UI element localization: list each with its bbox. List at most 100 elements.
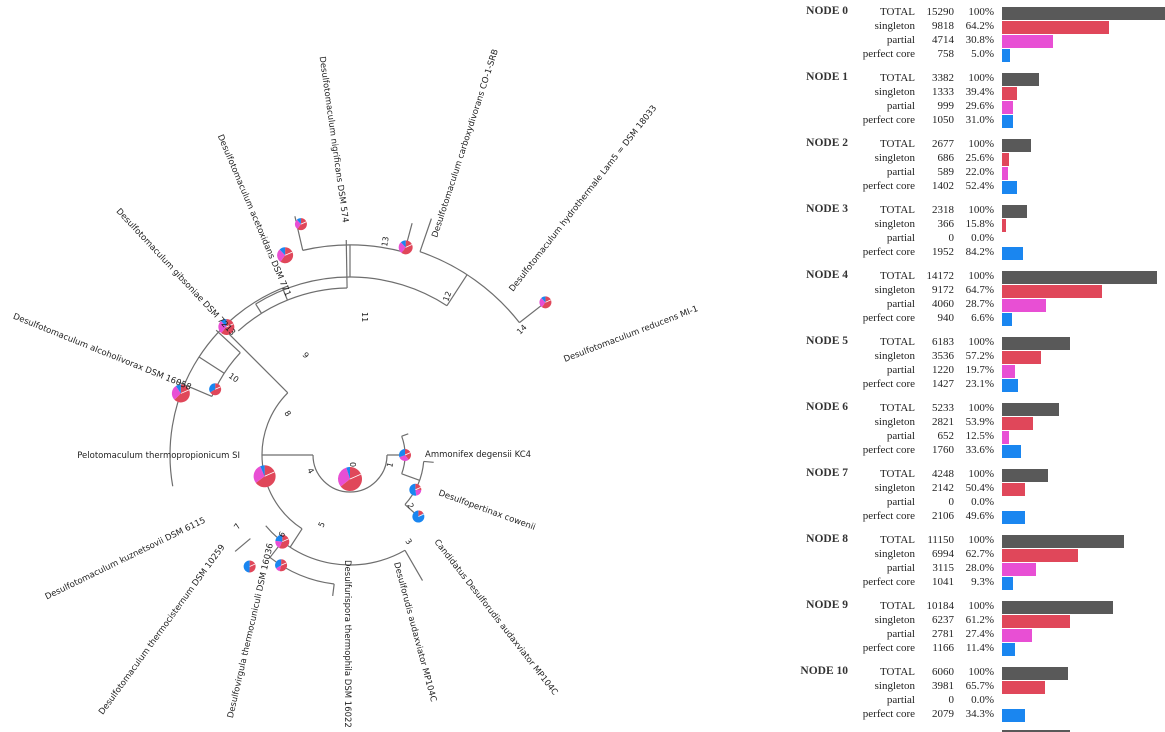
row-count: 652 bbox=[937, 430, 955, 442]
node-number: 2 bbox=[405, 502, 415, 511]
row-label: TOTAL bbox=[880, 402, 915, 414]
node-title: NODE 7 bbox=[806, 467, 848, 479]
row-label: perfect core bbox=[862, 114, 915, 126]
row-label: perfect core bbox=[862, 246, 915, 258]
leaf-label: Desulforudis audaxviator MP104C bbox=[391, 561, 438, 703]
node-number: 10 bbox=[227, 371, 241, 384]
total-bar bbox=[1002, 534, 1124, 548]
row-count: 3536 bbox=[932, 350, 954, 362]
node-title: NODE 3 bbox=[806, 203, 848, 215]
pie-slice bbox=[275, 559, 282, 569]
node-title: NODE 2 bbox=[806, 137, 848, 149]
branch-line bbox=[282, 287, 288, 301]
row-count: 1760 bbox=[932, 444, 954, 456]
leaf-label: Desulfotomaculum gibsoniae DSM 7213 bbox=[114, 207, 237, 338]
row-count: 1220 bbox=[932, 364, 954, 376]
row-label: singleton bbox=[874, 416, 915, 428]
pie-slice bbox=[279, 247, 286, 256]
node-number: 3 bbox=[403, 537, 413, 546]
branch-line bbox=[176, 380, 213, 397]
pie-divider bbox=[282, 538, 289, 543]
row-count: 1952 bbox=[932, 246, 954, 258]
singleton-bar bbox=[1002, 86, 1017, 100]
row-count: 589 bbox=[937, 166, 955, 178]
row-count: 10184 bbox=[926, 600, 955, 612]
partial-bar bbox=[1002, 364, 1016, 378]
tree-branches bbox=[169, 216, 546, 597]
row-count: 1333 bbox=[932, 86, 954, 98]
row-count: 0 bbox=[948, 496, 955, 508]
row-label: TOTAL bbox=[880, 270, 915, 282]
row-label: singleton bbox=[874, 482, 915, 494]
row-percent: 25.6% bbox=[965, 152, 994, 164]
perfect-core-bar bbox=[1002, 378, 1018, 392]
total-bar bbox=[1002, 6, 1165, 20]
pie-slice bbox=[243, 560, 250, 573]
row-percent: 31.0% bbox=[965, 114, 994, 126]
branch-arc bbox=[261, 392, 303, 530]
branch-line bbox=[345, 240, 348, 289]
branch-arc bbox=[419, 251, 520, 324]
pie-divider bbox=[418, 513, 424, 517]
row-percent: 28.0% bbox=[965, 562, 994, 574]
row-percent: 64.2% bbox=[965, 20, 994, 32]
branch-arc bbox=[255, 276, 448, 307]
perfect-core-bar bbox=[1002, 180, 1018, 194]
leaf-label: Desulfotomaculum acetoxidans DSM 771 bbox=[215, 133, 293, 298]
pie-divider bbox=[349, 473, 361, 480]
branch-arc bbox=[269, 556, 335, 585]
node-number: 13 bbox=[380, 236, 391, 248]
row-label: partial bbox=[886, 430, 915, 442]
row-label: partial bbox=[886, 232, 915, 244]
pie-slice bbox=[275, 565, 282, 572]
pie-slice bbox=[399, 449, 405, 458]
total-bar bbox=[1002, 204, 1028, 218]
branch-arc bbox=[302, 244, 405, 253]
node-title: NODE 10 bbox=[800, 665, 848, 677]
row-count: 1427 bbox=[932, 378, 954, 390]
row-percent: 30.8% bbox=[965, 34, 994, 46]
pie-slice bbox=[294, 219, 301, 230]
pie-slice bbox=[405, 449, 412, 460]
row-label: partial bbox=[886, 628, 915, 640]
row-label: perfect core bbox=[862, 48, 915, 60]
node-title: NODE 8 bbox=[806, 533, 848, 545]
node-number: 5 bbox=[317, 520, 327, 528]
row-count: 4714 bbox=[932, 34, 954, 46]
leaf-label: Desulfotomaculum nigrificans DSM 574 bbox=[317, 56, 350, 224]
row-label: TOTAL bbox=[880, 6, 915, 18]
row-count: 686 bbox=[937, 152, 955, 164]
partial-bar bbox=[1002, 100, 1013, 114]
row-label: partial bbox=[886, 562, 915, 574]
pie-divider bbox=[249, 563, 256, 567]
row-label: perfect core bbox=[862, 378, 915, 390]
pie-slice bbox=[415, 483, 422, 490]
singleton-bar bbox=[1002, 350, 1041, 364]
node-number: 7 bbox=[232, 522, 242, 531]
pie-divider bbox=[280, 562, 287, 566]
node-pie bbox=[294, 218, 307, 231]
pie-slice bbox=[209, 383, 216, 393]
total-bar bbox=[1002, 468, 1049, 482]
row-label: singleton bbox=[874, 614, 915, 626]
row-count: 14172 bbox=[926, 270, 955, 282]
row-count: 758 bbox=[937, 48, 955, 60]
leaf-label: Desulfotomaculum carboxydivorans CO-1-SR… bbox=[430, 48, 501, 239]
pie-slice bbox=[297, 218, 307, 231]
singleton-bar bbox=[1002, 680, 1046, 694]
row-percent: 22.0% bbox=[965, 166, 994, 178]
branch-line bbox=[419, 218, 432, 252]
row-count: 1402 bbox=[932, 180, 954, 192]
pie-slice bbox=[174, 384, 190, 403]
pie-slice bbox=[340, 467, 362, 492]
pie-slice bbox=[249, 560, 256, 573]
leaf-label: Ammonifex degensii KC4 bbox=[425, 450, 531, 460]
row-label: TOTAL bbox=[880, 138, 915, 150]
row-label: perfect core bbox=[862, 642, 915, 654]
pie-slice bbox=[346, 467, 350, 479]
branch-line bbox=[401, 473, 420, 481]
node-number: 0 bbox=[348, 462, 357, 467]
tree-node-pies bbox=[171, 218, 552, 573]
